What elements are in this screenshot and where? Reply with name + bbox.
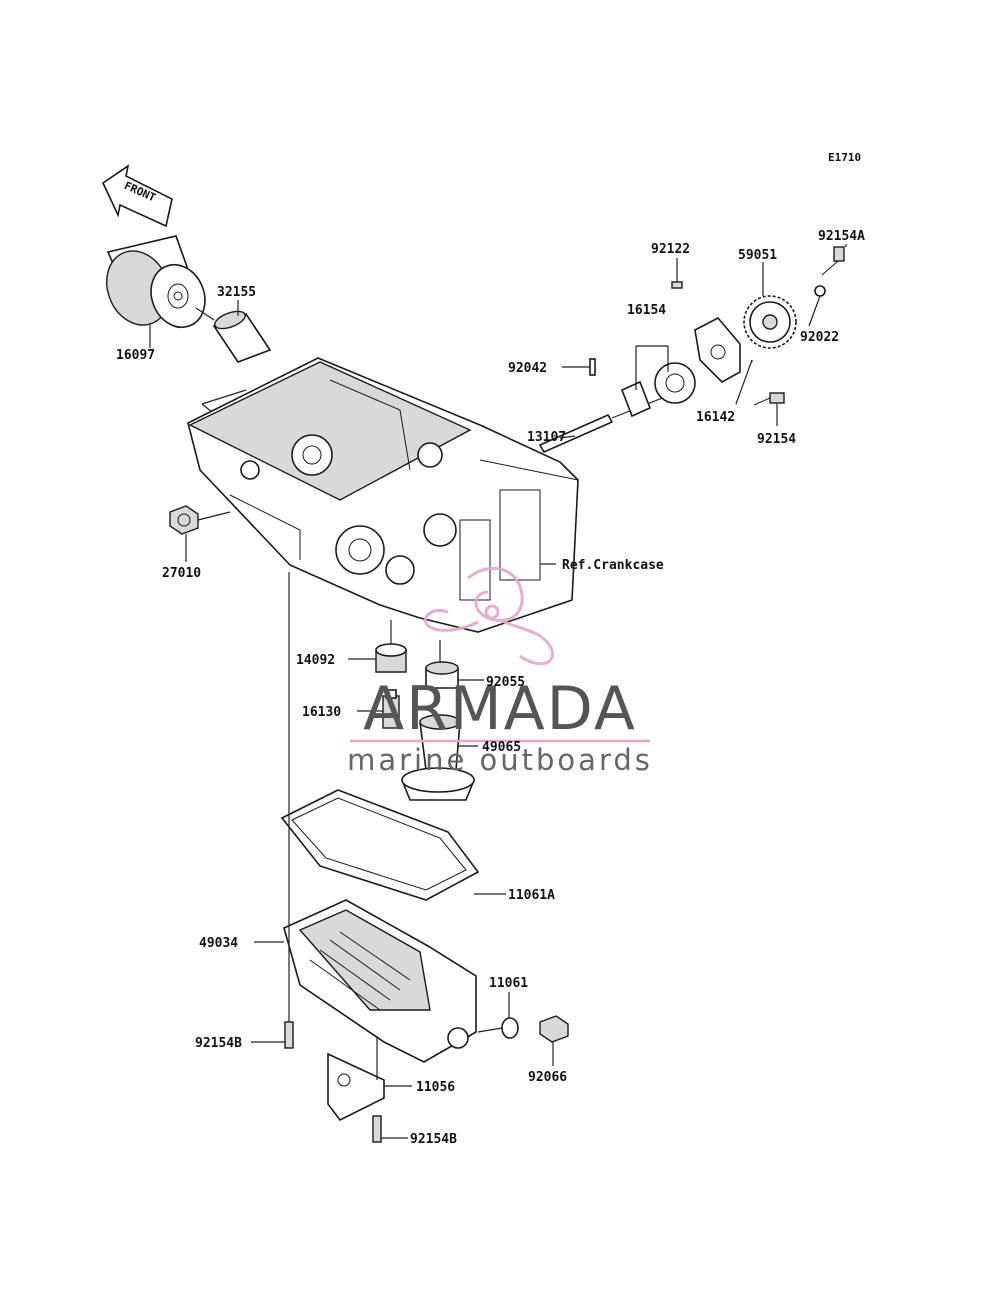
pipe-32155 (212, 310, 272, 363)
watermark-brand: ARMADA (363, 674, 637, 744)
part-label-16154[interactable]: 16154 (627, 303, 666, 318)
part-label-32155[interactable]: 32155 (217, 285, 256, 300)
bolt-92154B-upper (284, 1021, 294, 1049)
propeller-logo-icon (424, 566, 554, 666)
oring-92055 (425, 661, 459, 689)
pump-cover-16142 (694, 316, 741, 383)
part-label-92122[interactable]: 92122 (651, 242, 690, 257)
washer-11061 (501, 1017, 519, 1039)
part-label-14092[interactable]: 14092 (296, 653, 335, 668)
bracket-11056 (327, 1052, 385, 1122)
plug-27010 (169, 505, 199, 535)
part-label-49034[interactable]: 49034 (199, 936, 238, 951)
part-label-92154[interactable]: 92154 (757, 432, 796, 447)
crankcase-body (187, 357, 579, 633)
gasket-11061A (280, 789, 480, 901)
part-label-11061A[interactable]: 11061A (508, 888, 555, 903)
bolt-92154A (821, 246, 845, 276)
valve-16130 (382, 689, 400, 729)
part-label-92022[interactable]: 92022 (800, 330, 839, 345)
oil-filter-16097 (106, 235, 206, 329)
part-label-92066[interactable]: 92066 (528, 1070, 567, 1085)
sprocket-59051 (743, 295, 797, 349)
part-label-13107[interactable]: 13107 (527, 430, 566, 445)
drain-plug-92066 (539, 1015, 569, 1043)
strainer-49065 (400, 714, 476, 801)
bolt-92154B-lower (372, 1115, 382, 1143)
part-label-11061[interactable]: 11061 (489, 976, 528, 991)
part-label-92055[interactable]: 92055 (486, 675, 525, 690)
part-label-27010[interactable]: 27010 (162, 566, 201, 581)
part-label-92154B-lower[interactable]: 92154B (410, 1132, 457, 1147)
pin-92122 (671, 281, 683, 289)
part-label-49065[interactable]: 49065 (482, 740, 521, 755)
part-label-92042[interactable]: 92042 (508, 361, 547, 376)
part-label-59051[interactable]: 59051 (738, 248, 777, 263)
reference-crankcase-label: Ref.Crankcase (562, 558, 664, 573)
part-label-16097[interactable]: 16097 (116, 348, 155, 363)
diagram-code: E1710 (828, 151, 861, 164)
watermark-tagline: marine outboards (347, 743, 653, 777)
part-label-92154A[interactable]: 92154A (818, 229, 865, 244)
front-arrow-icon: FRONT (101, 164, 173, 228)
oil-pan-49034 (283, 899, 477, 1063)
rotor-16154 (620, 362, 696, 418)
bolt-92154 (753, 392, 785, 406)
part-label-11056[interactable]: 11056 (416, 1080, 455, 1095)
part-label-16130[interactable]: 16130 (302, 705, 341, 720)
part-label-16142[interactable]: 16142 (696, 410, 735, 425)
part-label-92154B-upper[interactable]: 92154B (195, 1036, 242, 1051)
washer-92022 (814, 285, 826, 297)
leader-lines (149, 244, 847, 1139)
shaft-13107 (538, 413, 614, 454)
pin-92042 (589, 358, 596, 376)
collar-14092 (375, 643, 407, 673)
